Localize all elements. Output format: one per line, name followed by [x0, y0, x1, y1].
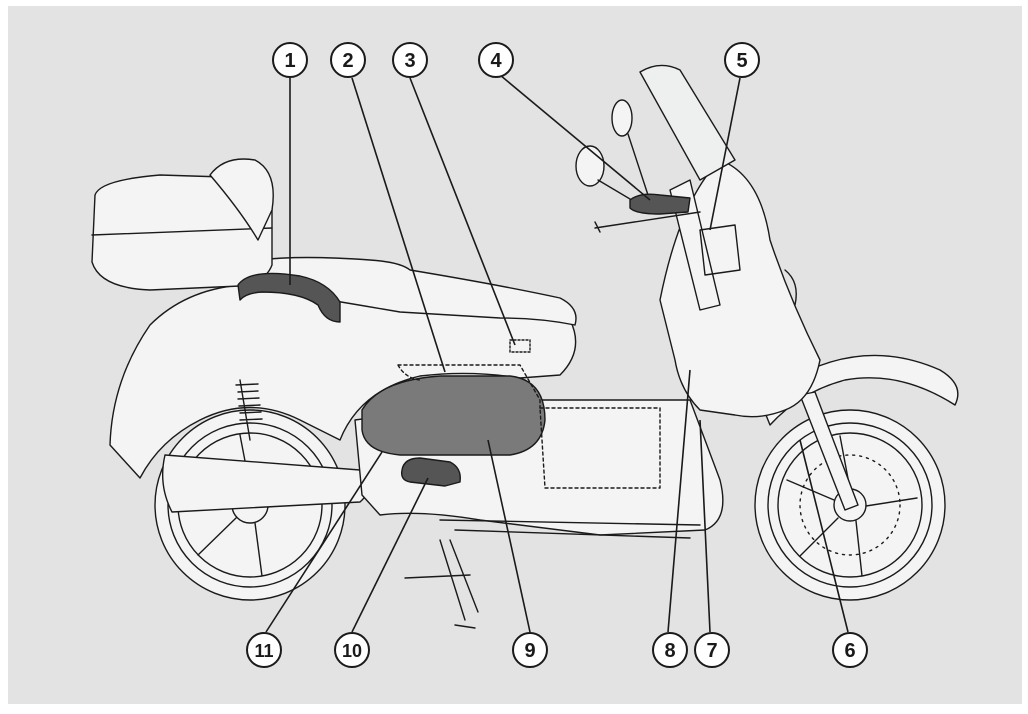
helmet-hook-outline: [509, 339, 531, 353]
leader-line-5: [709, 77, 741, 231]
callout-4: 4: [478, 42, 514, 78]
leader-line-11: [265, 451, 383, 633]
callout-label-4: 4: [490, 50, 502, 72]
rear-shock: [235, 379, 263, 441]
callout-8: 8: [652, 632, 688, 668]
leader-line-8: [667, 369, 691, 633]
scooter-illustration: [91, 64, 959, 629]
leader-line-9: [487, 439, 531, 633]
fuel-area-outline: [397, 364, 541, 409]
callout-label-5: 5: [736, 50, 747, 72]
front-fork: [799, 391, 859, 511]
callout-label-10: 10: [342, 641, 362, 661]
leader-line-7: [699, 419, 711, 633]
leader-line-2: [351, 77, 446, 373]
callout-2: 2: [330, 42, 366, 78]
callout-label-7: 7: [706, 640, 717, 662]
floorboard: [439, 519, 701, 539]
mirror-right: [611, 99, 633, 137]
callout-6: 6: [832, 632, 868, 668]
callout-label-2: 2: [342, 50, 353, 72]
top-case: [91, 174, 273, 291]
callout-11: 11: [246, 632, 282, 668]
callout-label-1: 1: [284, 50, 295, 72]
callout-label-9: 9: [524, 640, 535, 662]
handlebar: [594, 211, 701, 233]
callout-label-3: 3: [404, 50, 415, 72]
callouts: 1 2 3 4 5 6 7 8: [246, 42, 868, 668]
callout-label-11: 11: [254, 641, 273, 661]
rear-body: [109, 284, 577, 479]
callout-10: 10: [334, 632, 370, 668]
callout-label-8: 8: [664, 640, 675, 662]
side-panel: [361, 375, 546, 456]
callout-1: 1: [272, 42, 308, 78]
leader-line-6: [799, 439, 849, 633]
callout-3: 3: [392, 42, 428, 78]
storage-compartment-outline: [539, 407, 661, 489]
callout-9: 9: [512, 632, 548, 668]
backrest: [209, 158, 274, 241]
callout-7: 7: [694, 632, 730, 668]
leader-line-10: [351, 477, 429, 633]
leader-lines: [265, 74, 849, 633]
grab-handle: [237, 272, 341, 323]
leader-line-4: [499, 74, 651, 201]
callout-label-6: 6: [844, 640, 855, 662]
windscreen: [639, 64, 736, 181]
callout-5: 5: [724, 42, 760, 78]
side-panel-latch: [400, 457, 461, 487]
center-stand: [404, 539, 479, 629]
ignition-switch: [629, 193, 691, 215]
leader-line-3: [409, 77, 516, 346]
mirror-left: [575, 145, 605, 187]
